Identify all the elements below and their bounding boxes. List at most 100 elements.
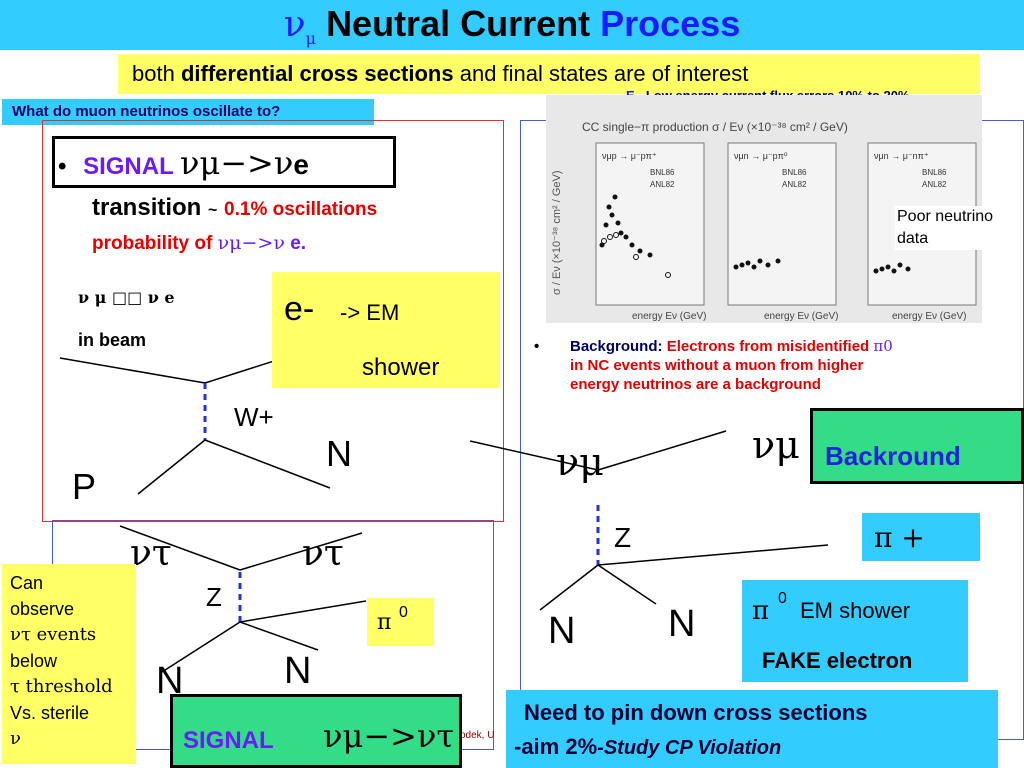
cross-section-plot: CC single−π production σ / Eν (×10⁻³⁸ cm… (546, 95, 982, 323)
signal-top-box (52, 136, 396, 188)
line-n2-right (597, 564, 657, 605)
legend-3a: BNL86 (922, 168, 947, 177)
line-pi-plus (597, 544, 829, 566)
signal-label: SIGNAL (83, 153, 174, 180)
probability-e: e. (290, 233, 307, 254)
signal-top-line1: • SIGNAL νμ−>νe (58, 144, 309, 182)
plot-panel-2 (727, 142, 837, 306)
can-observe-l6: Vs. sterile (10, 703, 90, 723)
legend-1b: ANL82 (650, 180, 675, 189)
w-boson-label: W+ (234, 402, 274, 432)
title-process: Process (600, 3, 741, 44)
can-observe-l5: τ threshold (10, 676, 113, 697)
line-n2-bottom (239, 621, 319, 651)
panel-3-points (873, 262, 911, 274)
plot-ylabel: σ / Eν (×10⁻³⁸ cm² / GeV) (551, 170, 563, 295)
cross-cp: -Study CP Violation (597, 737, 782, 759)
pi-plus-box: π + (862, 513, 980, 561)
nutau-in-label: ντ (130, 533, 172, 574)
plot-panel-1 (595, 142, 705, 306)
legend-2b: ANL82 (782, 180, 807, 189)
legend-3b: ANL82 (922, 180, 947, 189)
subtitle-banner: both differential cross sections and fin… (118, 54, 980, 94)
backround-label: Backround (825, 441, 961, 471)
title-bar (0, 0, 1024, 50)
backround-box: Backround (810, 408, 1024, 484)
panel-1-open-points (601, 232, 671, 278)
background-text2: in NC events without a muon from higher (570, 357, 864, 374)
pi0-em-shower: EM shower (800, 598, 911, 623)
line-numu-in (469, 440, 599, 471)
panel-2-points (733, 258, 781, 270)
plot-xlabel-3: energy Eν (GeV) (892, 311, 966, 322)
can-observe-box: Can observe ντ events below τ threshold … (2, 564, 136, 764)
line-n1-bottom (161, 621, 241, 673)
fake-electron: FAKE electron (762, 648, 913, 673)
left-diagram-frame (42, 120, 504, 522)
pi0-em-box: π 0 EM shower FAKE electron (742, 580, 968, 682)
background-pi0: π0 (873, 337, 893, 355)
line-nu-in (59, 357, 206, 384)
transition-word: transition (92, 194, 202, 221)
line-nutau-out (239, 532, 363, 571)
legend-1a: BNL86 (650, 168, 675, 177)
z-label-right: Z (614, 522, 632, 553)
title-main: Neutral Current (326, 3, 591, 44)
pi0-pi: π (752, 596, 770, 626)
can-observe-l4: below (10, 651, 58, 671)
legend-2a: BNL86 (782, 168, 807, 177)
numu-out-label: νμ (752, 423, 800, 467)
title-mu: μ (305, 29, 317, 49)
subtitle-post: and final states are of interest (459, 61, 749, 86)
line-nutau-in (119, 525, 241, 571)
pi0-small-box: π 0 (367, 598, 434, 646)
panel-2-title: νμn → μ⁻pπ⁰ (734, 151, 788, 161)
background-text1: Electrons from misidentified (666, 338, 870, 355)
z-label-bottom: Z (206, 582, 222, 612)
question-box: What do muon neutrinos oscillate to? (0, 97, 376, 127)
background-label: Background: (570, 338, 663, 355)
signal-bottom-label: SIGNAL (183, 727, 274, 754)
nutau-out-label: ντ (302, 533, 344, 574)
poor-data-note: Poor neutrino data (895, 206, 996, 250)
line-p (137, 439, 206, 495)
plot-xlabel-2: energy Eν (GeV) (764, 311, 838, 322)
panel-1-title: νμp → μ⁻pπ⁺ (602, 151, 657, 161)
n2-label-right: N (668, 603, 696, 645)
cross-line1: Need to pin down cross sections (524, 700, 868, 725)
p-label: P (72, 466, 97, 507)
signal-top-line2: transition ~ 0.1% oscillations (92, 194, 377, 222)
signal-top-line3: probability of νμ−>ν e. (92, 232, 306, 255)
signal-bottom-box: SIGNAL νμ−>ντ (170, 694, 462, 768)
footer-fragment: odek, U (460, 730, 495, 741)
n2-label-bottom: N (284, 650, 312, 692)
background-note: • Background: Electrons from misidentifi… (534, 337, 1020, 394)
pi-plus-label: π + (874, 521, 925, 554)
can-observe-l7: ν (10, 728, 21, 749)
page-title: νμ Neutral Current Process (0, 3, 1024, 48)
can-observe-l3: ντ events (10, 624, 97, 645)
pi0-zero: 0 (778, 590, 787, 607)
plot-header: CC single−π production σ / Eν (×10⁻³⁸ cm… (582, 120, 848, 134)
panel-1-points (599, 194, 653, 258)
bullet: • (58, 153, 67, 180)
panel-3-title: νμn → μ⁻nπ⁺ (874, 151, 929, 161)
line-n (204, 439, 331, 489)
can-observe-l1: Can (10, 573, 44, 593)
cross-line2: -aim 2%-Study CP Violation (514, 734, 781, 760)
background-text3: energy neutrinos are a background (570, 376, 821, 393)
line-pi0-bottom (239, 600, 367, 623)
beam-line2: in beam (78, 330, 147, 350)
probability-greek: νμ−>ν (217, 232, 285, 254)
beam-line1: ν μ □□ ν e (78, 288, 175, 307)
n-label-left: N (326, 433, 352, 474)
can-observe-l2: observe (10, 599, 75, 619)
n1-label-right: N (548, 610, 576, 652)
subtitle-bold: differential cross sections (180, 61, 454, 86)
oscillation-pct: 0.1% oscillations (224, 199, 378, 220)
poor-data-line1: Poor neutrino (897, 208, 994, 225)
e-minus: e- (284, 290, 315, 328)
signal-bottom-greek: νμ−>ντ (323, 717, 455, 755)
subtitle-pre: both (132, 61, 175, 86)
